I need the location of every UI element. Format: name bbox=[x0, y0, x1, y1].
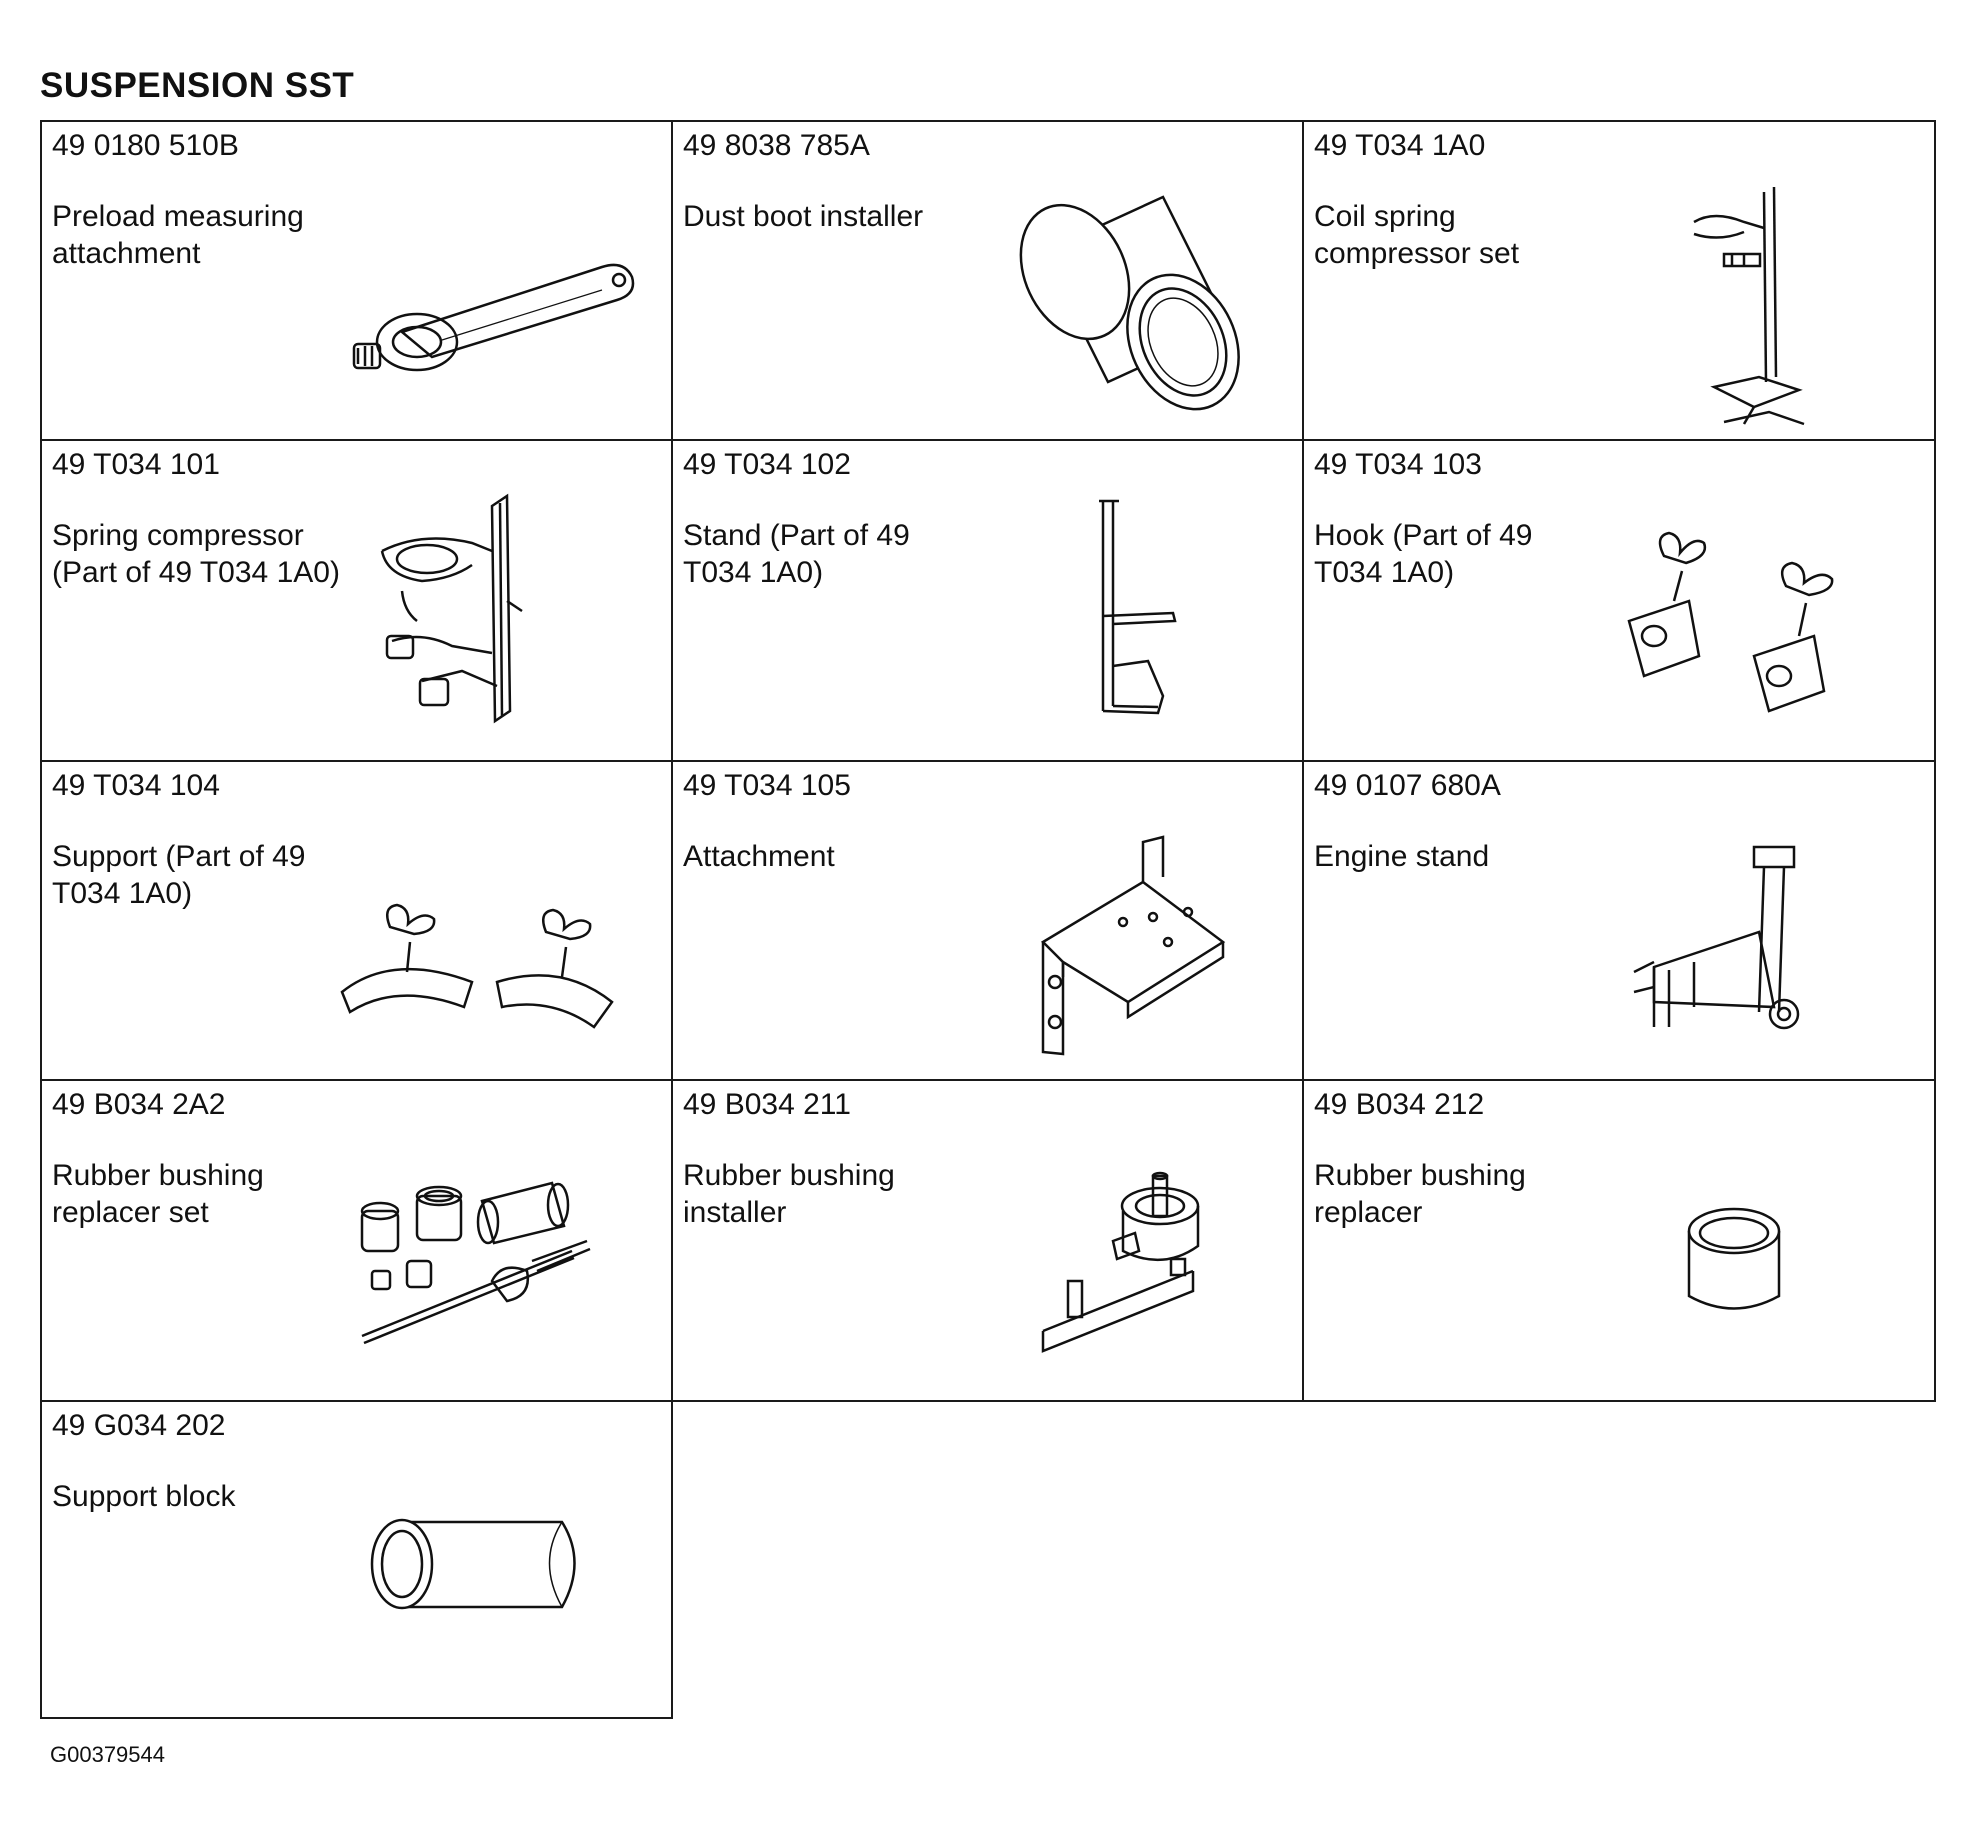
tool-cell: 49 T034 101 Spring compressor (Part of 4… bbox=[40, 439, 673, 762]
tool-description: Support (Part of 49 T034 1A0) bbox=[52, 840, 306, 910]
tool-code: 49 G034 202 bbox=[52, 1409, 226, 1442]
cylinder-sleeve-illustration bbox=[963, 162, 1283, 432]
page-title: SUSPENSION SST bbox=[40, 66, 355, 105]
tool-cell: 49 T034 1A0 Coil spring compressor set bbox=[1302, 120, 1936, 441]
tool-description: Rubber bushing replacer set bbox=[52, 1159, 264, 1229]
tool-code: 49 B034 212 bbox=[1314, 1088, 1485, 1121]
tool-cell: 49 B034 2A2 Rubber bushing replacer set bbox=[40, 1079, 673, 1402]
tool-code: 49 T034 1A0 bbox=[1314, 129, 1486, 162]
tool-cell: 49 T034 105 Attachment bbox=[671, 760, 1304, 1081]
tool-description: Support block bbox=[52, 1480, 236, 1513]
tool-description: Attachment bbox=[683, 840, 835, 873]
tool-cell: 49 B034 212 Rubber bushing replacer bbox=[1302, 1079, 1936, 1402]
tool-description: Dust boot installer bbox=[683, 200, 924, 233]
spring-compressor-illustration bbox=[332, 481, 652, 751]
bushing-set-illustration bbox=[332, 1121, 652, 1391]
bracket-plate-illustration bbox=[963, 802, 1283, 1072]
tool-description: Hook (Part of 49 T034 1A0) bbox=[1314, 519, 1533, 589]
tool-code: 49 T034 105 bbox=[683, 769, 851, 802]
tool-description: Rubber bushing installer bbox=[683, 1159, 895, 1229]
tool-code: 49 T034 101 bbox=[52, 448, 220, 481]
tool-code: 49 0180 510B bbox=[52, 129, 239, 162]
tool-cell: 49 8038 785A Dust boot installer bbox=[671, 120, 1304, 441]
support-block-illustration bbox=[332, 1442, 652, 1712]
tool-code: 49 B034 2A2 bbox=[52, 1088, 226, 1121]
tool-grid: 49 0180 510B Preload measuring attachmen… bbox=[40, 120, 1936, 1719]
tool-cell: 49 T034 104 Support (Part of 49 T034 1A0… bbox=[40, 760, 673, 1081]
engine-stand-illustration bbox=[1594, 802, 1914, 1072]
tool-cell: 49 T034 103 Hook (Part of 49 T034 1A0) bbox=[1302, 439, 1936, 762]
tool-cell: 49 G034 202 Support block bbox=[40, 1400, 673, 1719]
tool-cell: 49 0107 680A Engine stand bbox=[1302, 760, 1936, 1081]
tool-code: 49 B034 211 bbox=[683, 1088, 851, 1121]
tool-cell: 49 B034 211 Rubber bushing installer bbox=[671, 1079, 1304, 1402]
bushing-ring-illustration bbox=[1594, 1121, 1914, 1391]
preload-wrench-illustration bbox=[332, 162, 652, 432]
tool-description: Rubber bushing replacer bbox=[1314, 1159, 1526, 1229]
tool-description: Engine stand bbox=[1314, 840, 1490, 873]
tool-cell: 49 0180 510B Preload measuring attachmen… bbox=[40, 120, 673, 441]
tool-code: 49 8038 785A bbox=[683, 129, 870, 162]
stand-illustration bbox=[963, 481, 1283, 751]
tool-description: Spring compressor (Part of 49 T034 1A0) bbox=[52, 519, 340, 589]
figure-id: G00379544 bbox=[50, 1742, 165, 1767]
tool-description: Preload measuring attachment bbox=[52, 200, 304, 270]
tool-code: 49 0107 680A bbox=[1314, 769, 1501, 802]
tool-description: Stand (Part of 49 T034 1A0) bbox=[683, 519, 910, 589]
hook-pair-illustration bbox=[1594, 481, 1914, 751]
tool-code: 49 T034 104 bbox=[52, 769, 220, 802]
bushing-installer-illustration bbox=[963, 1121, 1283, 1391]
tool-description: Coil spring compressor set bbox=[1314, 200, 1520, 270]
tool-cell: 49 T034 102 Stand (Part of 49 T034 1A0) bbox=[671, 439, 1304, 762]
tool-code: 49 T034 103 bbox=[1314, 448, 1482, 481]
compressor-set-illustration bbox=[1594, 162, 1914, 432]
tool-code: 49 T034 102 bbox=[683, 448, 851, 481]
support-pair-illustration bbox=[332, 802, 652, 1072]
